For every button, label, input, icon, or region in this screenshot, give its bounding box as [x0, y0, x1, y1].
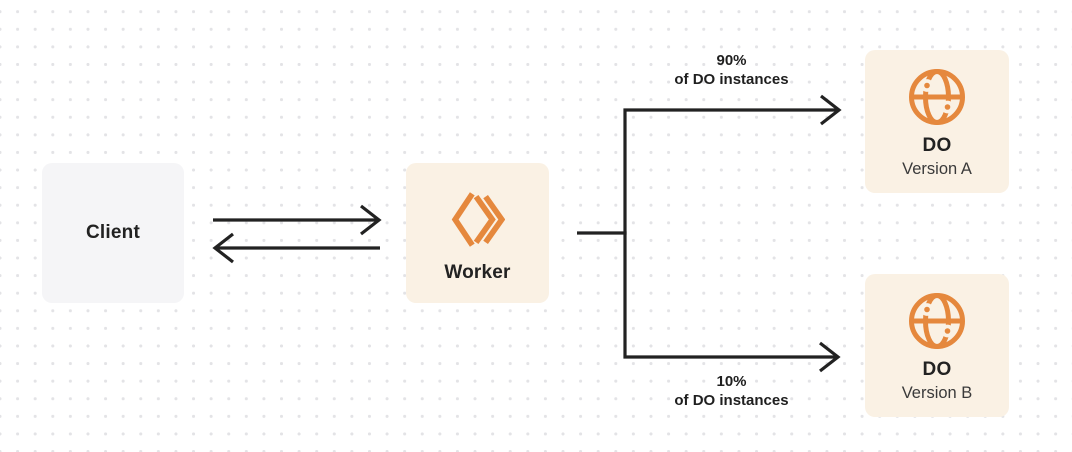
client-node: Client	[42, 163, 184, 303]
route-a-label: 90% of DO instances	[625, 51, 838, 89]
client-label: Client	[86, 222, 140, 243]
workers-angle-brackets-icon	[451, 190, 505, 249]
do-a-title: DO	[922, 135, 952, 156]
route-b-percent: 10%	[716, 373, 747, 390]
route-b-label: 10% of DO instances	[625, 372, 838, 410]
arrowhead-branch-a-icon	[820, 94, 842, 126]
route-a-percent: 90%	[716, 52, 747, 69]
do-version-a-node: DO Version A	[865, 50, 1009, 193]
do-a-subtitle: Version A	[902, 160, 972, 178]
route-b-caption: of DO instances	[674, 392, 789, 409]
worker-node: Worker	[406, 163, 549, 303]
worker-label: Worker	[444, 262, 511, 283]
do-b-title: DO	[922, 359, 952, 380]
route-a-caption: of DO instances	[674, 71, 789, 88]
arrowhead-right-icon	[360, 204, 382, 236]
split-branches	[623, 108, 838, 359]
do-b-subtitle: Version B	[901, 384, 973, 402]
do-version-b-node: DO Version B	[865, 274, 1009, 417]
globe-icon	[907, 292, 967, 350]
globe-icon	[907, 68, 967, 126]
arrowhead-branch-b-icon	[819, 341, 841, 373]
arrowhead-left-icon	[212, 232, 234, 264]
